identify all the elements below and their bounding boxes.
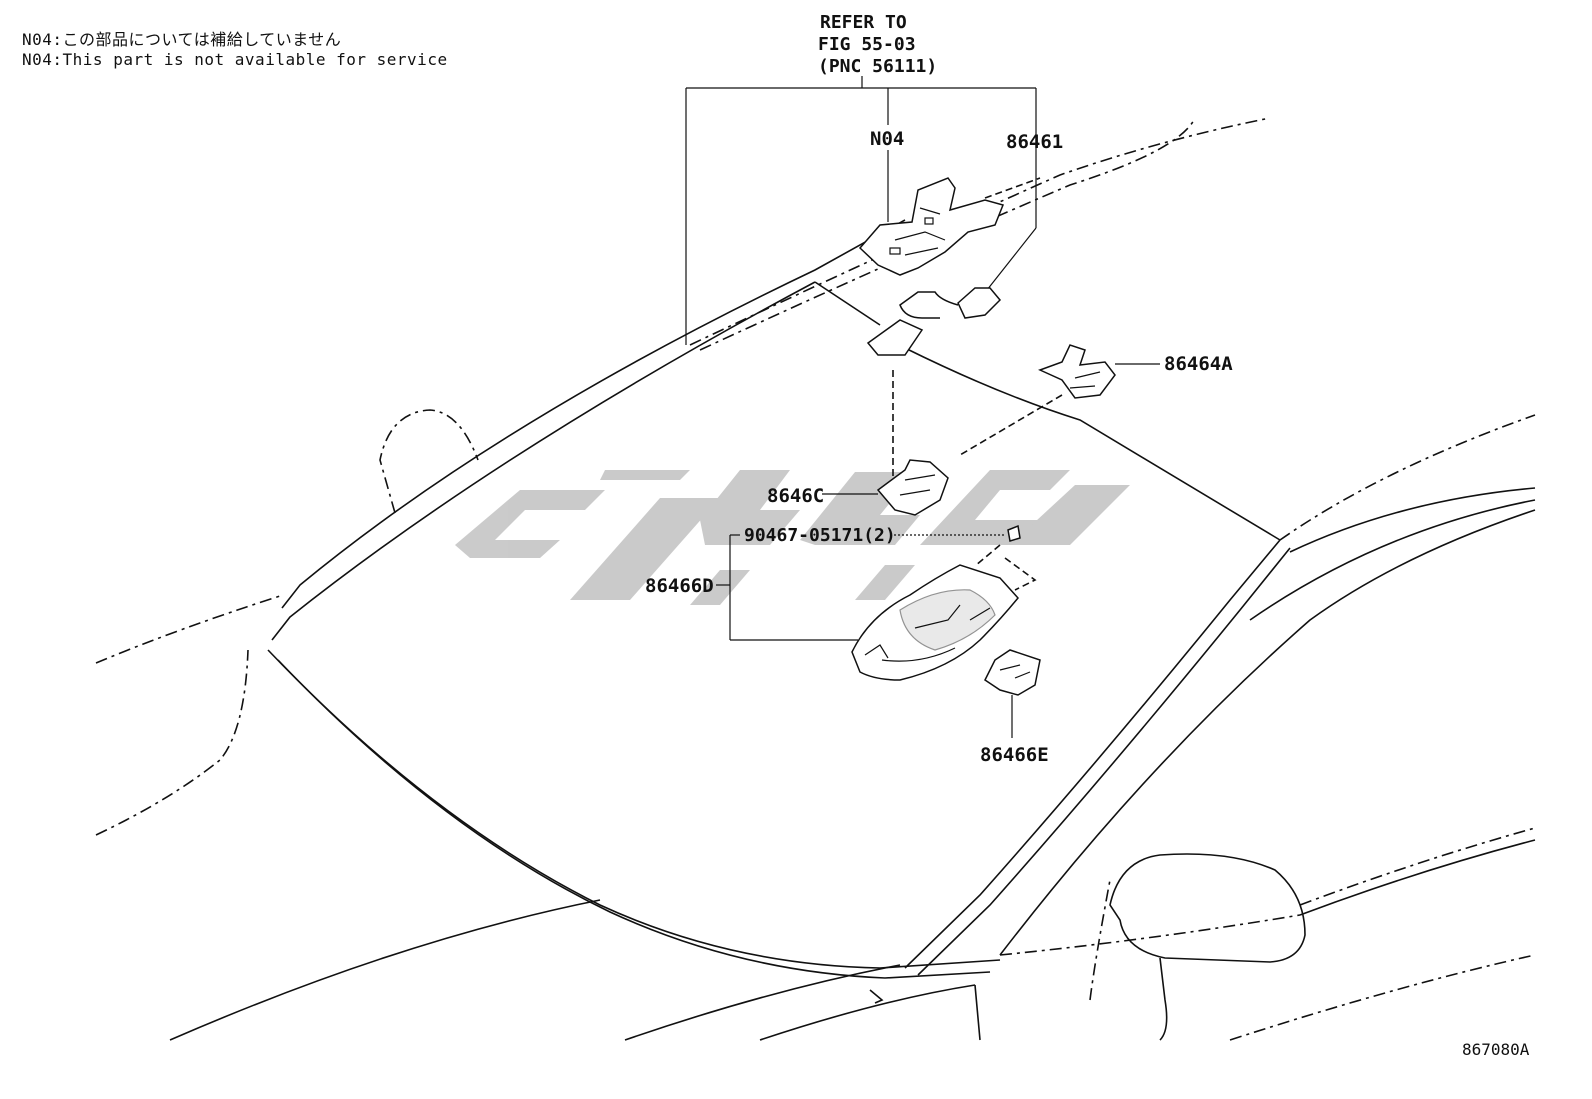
part-86466D-console <box>716 534 1019 681</box>
figure-code: 867080A <box>1462 1040 1530 1059</box>
callout-86464A: 86464A <box>1164 353 1233 375</box>
callout-86466E: 86466E <box>980 744 1049 766</box>
callout-86461: 86461 <box>1006 131 1063 153</box>
refer-line-3: (PNC 56111) <box>818 56 937 77</box>
watermark-logo <box>455 470 1130 605</box>
part-86464A <box>959 344 1160 456</box>
note-english: N04:This part is not available for servi… <box>22 50 448 69</box>
callout-n04: N04 <box>870 128 904 150</box>
part-n04-bracket <box>858 177 1041 276</box>
refer-line-1: REFER TO <box>820 12 907 33</box>
windshield-frame <box>267 117 1291 979</box>
callout-90467: 90467-05171(2) <box>744 525 896 546</box>
callout-86466D: 86466D <box>645 575 714 597</box>
refer-bracket <box>685 76 1037 345</box>
note-japanese: N04:この部品については補給していません <box>22 30 342 49</box>
part-86466E <box>984 649 1041 738</box>
part-90467-clip <box>890 524 1037 591</box>
callout-8646C: 8646C <box>767 485 824 507</box>
refer-line-2: FIG 55-03 <box>818 34 916 55</box>
part-8646C <box>822 370 949 516</box>
part-86461-sensor <box>866 287 1002 356</box>
car-body-lines <box>95 409 1536 1041</box>
